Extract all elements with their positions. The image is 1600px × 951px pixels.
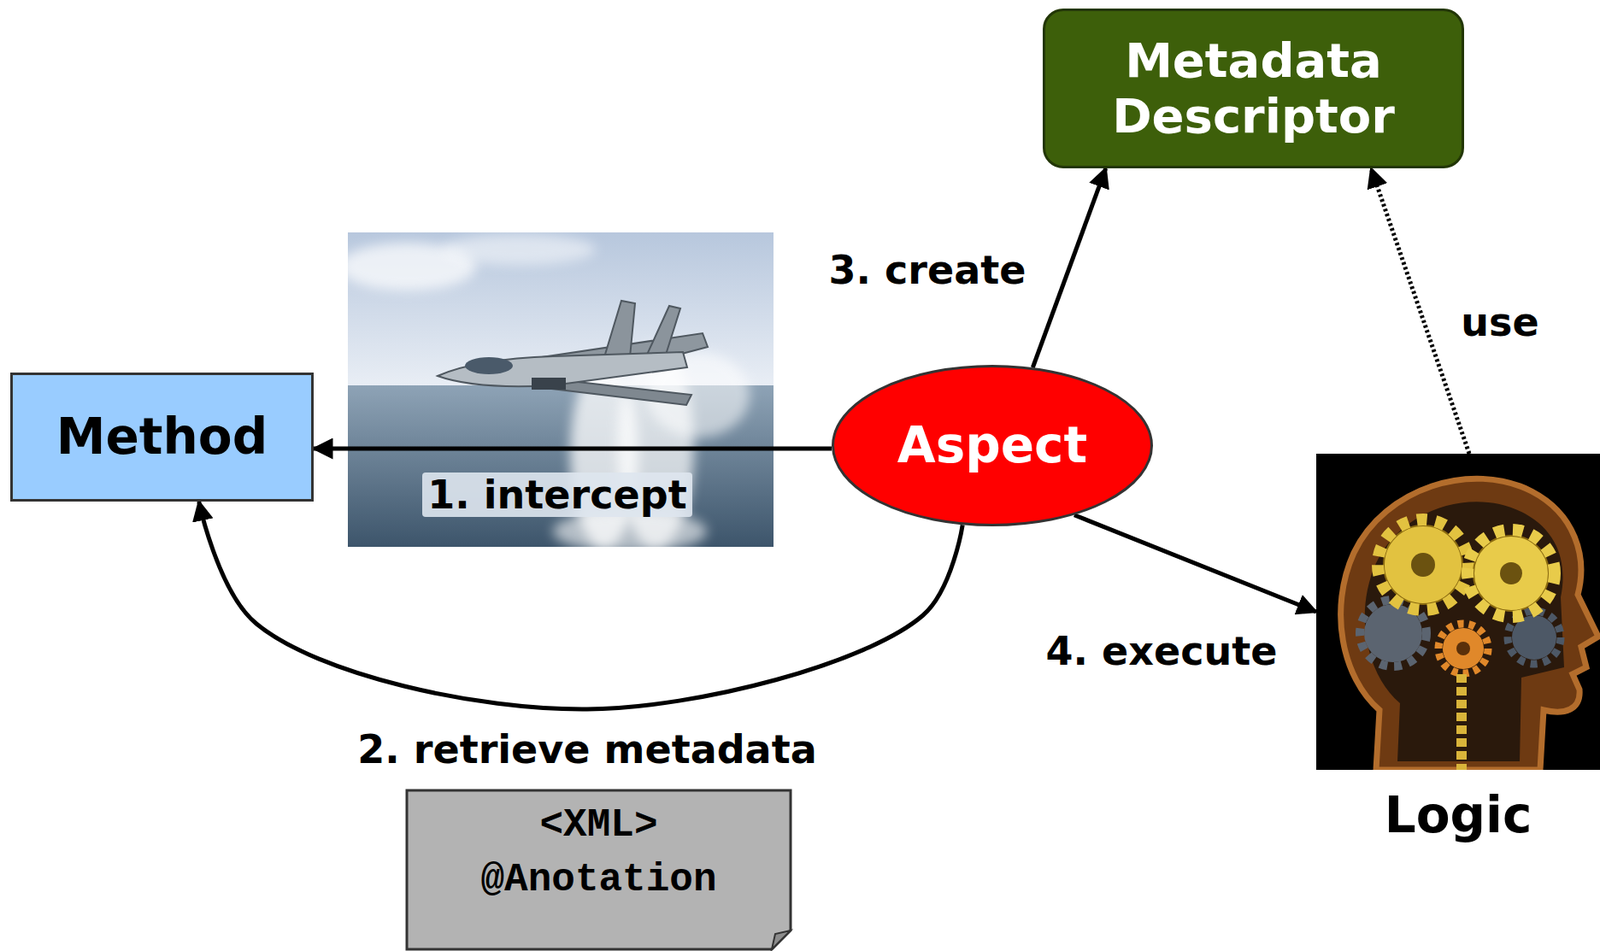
intercept-arrow (313, 447, 832, 452)
note-line: @Anotation (480, 853, 717, 909)
descriptor-title: Metadata Descriptor (1070, 33, 1436, 144)
logic-node-outline (1316, 453, 1600, 771)
method-label: Method (56, 408, 268, 466)
edge-label: use (1455, 300, 1544, 346)
descriptor-box: Metadata Descriptor (1042, 8, 1465, 169)
execute-arrow (1074, 515, 1317, 612)
jet-canopy (464, 357, 513, 375)
ellipse-shape (833, 366, 1153, 526)
jet-tail (647, 305, 681, 355)
aspect-label: Aspect (897, 417, 1088, 475)
edge-label: 3. create (823, 247, 1032, 294)
jet-tail (604, 300, 636, 358)
edge-label: 4. execute (1041, 629, 1283, 675)
note-card: <XML>@Anotation (405, 788, 793, 951)
note-shape (406, 790, 791, 950)
brain-gears-image (1316, 453, 1600, 771)
jet-intake (531, 377, 566, 390)
edge-label: 2. retrieve metadata (352, 727, 822, 773)
cloud (441, 234, 596, 265)
logic-node: Logic (1316, 453, 1600, 856)
edge-label: 1. intercept (422, 472, 692, 518)
note-line: <XML> (539, 799, 658, 854)
jet-picture (347, 232, 774, 548)
retrieve-arrow (199, 501, 964, 710)
aspect-ellipse: Aspect (831, 364, 1153, 527)
create-arrow (1032, 168, 1106, 368)
method-box: Method (10, 372, 314, 502)
use-arrow (1370, 168, 1470, 454)
note-fold (771, 930, 791, 950)
logic-label: Logic (1384, 787, 1533, 845)
